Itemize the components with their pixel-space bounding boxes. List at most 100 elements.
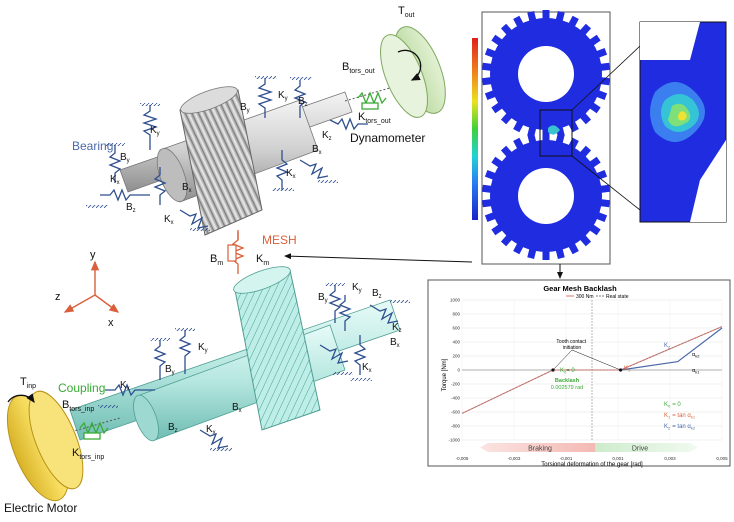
svg-text:Ky: Ky bbox=[198, 342, 208, 354]
torque-out-arrow bbox=[397, 49, 422, 81]
gear-tooth bbox=[500, 234, 513, 247]
axis-z-arrow bbox=[63, 294, 96, 313]
x-tick-label: 0,005 bbox=[716, 456, 728, 461]
mesh-elements bbox=[227, 230, 245, 274]
gear-tooth bbox=[491, 102, 503, 114]
bearing-labels-top: Ky By Kx Bz Bx Kx By Ky Bz Kz Bx Kx bbox=[110, 90, 332, 226]
y-tick-label: 1000 bbox=[450, 298, 461, 303]
svg-text:Kx: Kx bbox=[362, 362, 372, 374]
gear-tooth bbox=[579, 112, 592, 125]
region-bars: Braking Drive bbox=[480, 443, 698, 453]
svg-text:Bx: Bx bbox=[182, 182, 192, 194]
axis-x-label: x bbox=[108, 317, 114, 329]
braking-region bbox=[480, 443, 595, 452]
gear-tooth bbox=[482, 77, 492, 86]
torque-inp-arrow bbox=[7, 393, 35, 404]
chart-legend: 300 Nm Real state bbox=[566, 294, 629, 300]
k0-label: K0= 0 bbox=[560, 368, 575, 375]
gear-tooth bbox=[491, 224, 503, 236]
y-tick-label: 200 bbox=[452, 354, 460, 359]
x-tick-label: 0,001 bbox=[612, 456, 624, 461]
gear-tooth bbox=[513, 243, 524, 255]
svg-text:By: By bbox=[240, 102, 250, 114]
drive-label: Drive bbox=[632, 446, 648, 453]
gear-tooth bbox=[600, 199, 610, 208]
gear-tooth bbox=[596, 48, 608, 58]
eq-k0: K0= 0 bbox=[664, 402, 681, 409]
b-tors-inp-label: Btors_inp bbox=[62, 399, 94, 413]
gear-tooth bbox=[482, 184, 492, 193]
t-inp-label: Tinp bbox=[20, 376, 36, 390]
axis-y-label: y bbox=[90, 249, 96, 261]
gear-tooth bbox=[555, 248, 565, 259]
mesh-label: MESH bbox=[262, 233, 297, 247]
bearing-labels-bottom: Ky By Kx Bz Bx Kx Ky By Bz Kz Bx Kx bbox=[120, 282, 402, 436]
gear-tooth bbox=[596, 212, 608, 222]
gear-tooth bbox=[500, 112, 513, 125]
contact-stress-spot bbox=[548, 125, 560, 135]
backlash-chart: Gear Mesh Backlash 300 Nm Real state Tor… bbox=[427, 279, 731, 468]
svg-text:Bx: Bx bbox=[312, 144, 322, 156]
k1-label: K1 bbox=[624, 366, 631, 373]
gear-tooth bbox=[491, 156, 503, 168]
gear-tooth bbox=[596, 90, 608, 100]
gear-tooth bbox=[600, 62, 610, 71]
gear-tooth bbox=[542, 132, 550, 141]
k-tors-inp-label: Ktors_inp bbox=[72, 447, 104, 461]
input-shaft-assembly bbox=[6, 266, 401, 502]
eq-k1: K1= tan αk1 bbox=[664, 413, 696, 420]
mesh-to-chart-arrow bbox=[284, 253, 473, 263]
gear-tooth bbox=[482, 62, 492, 71]
gear-tooth bbox=[491, 34, 503, 46]
gear-tooth bbox=[579, 23, 592, 36]
svg-text:Bx: Bx bbox=[232, 402, 242, 414]
svg-text:By: By bbox=[165, 364, 175, 376]
legend-label-300nm: 300 Nm bbox=[576, 294, 594, 300]
coordinate-axes bbox=[63, 260, 120, 313]
backlash-value: 0.002579 rad bbox=[551, 385, 583, 391]
svg-text:Bz: Bz bbox=[168, 422, 178, 434]
gear-tooth bbox=[542, 10, 550, 19]
gear-tooth bbox=[500, 23, 513, 36]
gear-tooth bbox=[568, 121, 579, 133]
gear-tooth bbox=[527, 11, 537, 22]
svg-text:By: By bbox=[120, 152, 130, 164]
gear-tooth bbox=[568, 15, 579, 27]
gear-tooth bbox=[482, 199, 492, 208]
k2-label: K2 bbox=[664, 343, 671, 350]
svg-text:Ky: Ky bbox=[278, 90, 288, 102]
backlash-label: Backlash bbox=[555, 378, 580, 384]
output-gear bbox=[179, 86, 263, 236]
contact-zone-box bbox=[539, 109, 573, 157]
svg-text:Kx: Kx bbox=[110, 174, 120, 186]
dyno-coupling-line bbox=[344, 84, 401, 102]
x-tick-label: -0,003 bbox=[508, 456, 521, 461]
gear-tooth bbox=[484, 170, 496, 180]
gear-tooth bbox=[484, 90, 496, 100]
svg-text:Kx: Kx bbox=[206, 424, 216, 436]
chart-title: Gear Mesh Backlash bbox=[543, 284, 617, 293]
tooth-contact-label: Tooth contact initiation bbox=[556, 339, 587, 351]
svg-text:Kz: Kz bbox=[322, 130, 332, 142]
gear-tooth bbox=[568, 243, 579, 255]
braking-label: Braking bbox=[528, 446, 552, 453]
y-tick-label: -400 bbox=[451, 396, 461, 401]
chart-frame bbox=[427, 279, 731, 467]
tooth-contact-leader-left bbox=[552, 349, 573, 371]
input-gear bbox=[233, 266, 321, 431]
y-tick-label: 0 bbox=[457, 368, 460, 373]
tors-out-spring bbox=[357, 91, 387, 110]
svg-text:Kx: Kx bbox=[164, 214, 174, 226]
coupling-label: Coupling bbox=[58, 381, 105, 395]
chart-xlabel: Torsional deformation of the gear [rad] bbox=[541, 462, 643, 468]
gear-tooth bbox=[589, 224, 601, 236]
series-line bbox=[461, 326, 723, 414]
series-line bbox=[620, 327, 723, 371]
gear-tooth bbox=[500, 145, 513, 158]
fea-panel bbox=[472, 10, 727, 265]
x-tick-label: -0,005 bbox=[456, 456, 469, 461]
gear-tooth bbox=[527, 133, 537, 144]
svg-text:Ky: Ky bbox=[352, 282, 362, 294]
svg-text:Bx: Bx bbox=[390, 337, 400, 349]
